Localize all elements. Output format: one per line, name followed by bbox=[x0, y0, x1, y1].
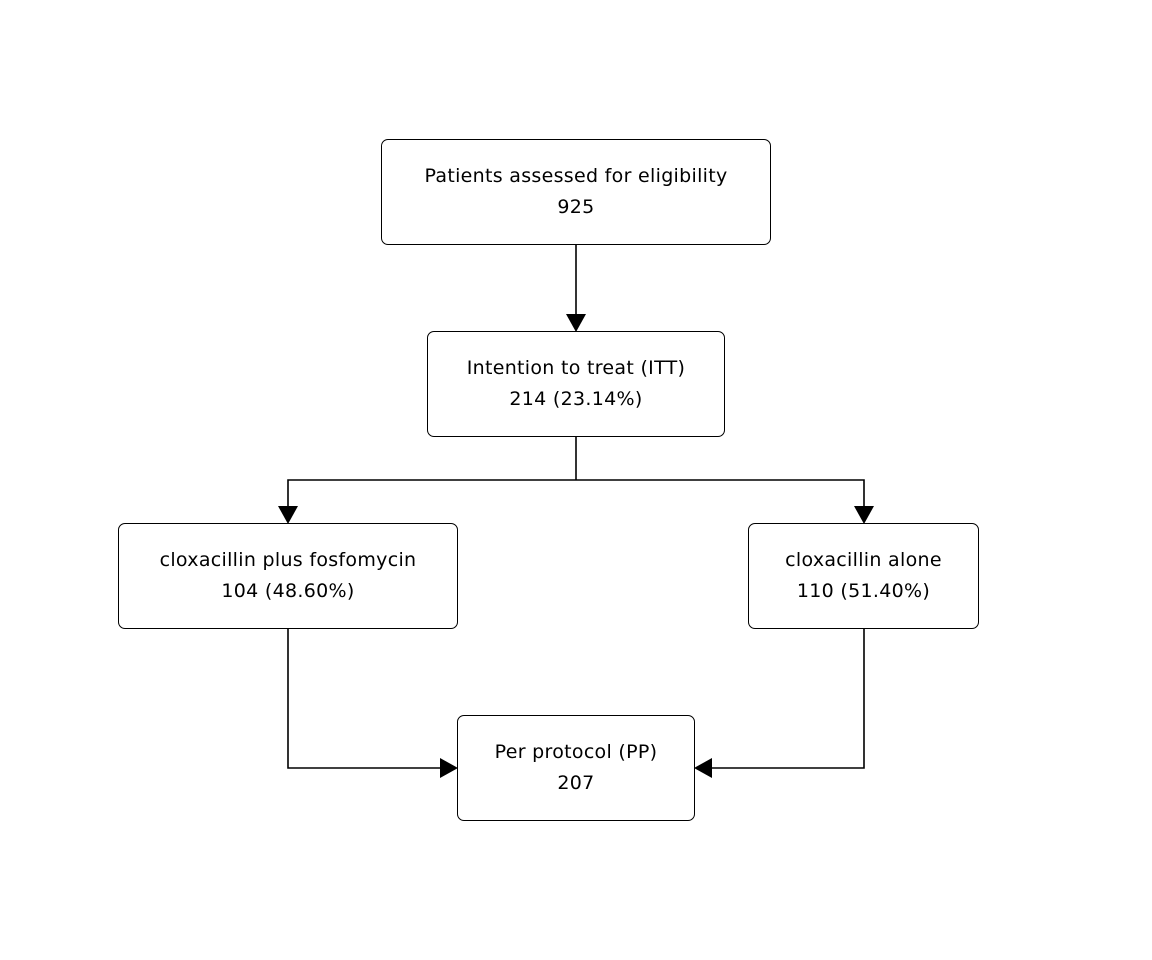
arrowhead-pp-left bbox=[440, 758, 458, 778]
node-itt-label: Intention to treat (ITT) bbox=[466, 357, 686, 379]
arrowhead-combo bbox=[278, 506, 298, 524]
edge-mono-to-pp bbox=[711, 629, 865, 769]
edge-itt-to-mono bbox=[576, 479, 865, 508]
edge-combo-to-pp bbox=[287, 629, 441, 769]
node-mono-value: 110 (51.40%) bbox=[796, 580, 931, 602]
arrowhead-mono bbox=[854, 506, 874, 524]
node-combo-label: cloxacillin plus fosfomycin bbox=[159, 549, 417, 571]
node-screened-label: Patients assessed for eligibility bbox=[424, 165, 728, 187]
edge-itt-to-combo bbox=[287, 479, 576, 508]
node-combo: cloxacillin plus fosfomycin 104 (48.60%) bbox=[118, 523, 458, 629]
node-itt-value: 214 (23.14%) bbox=[509, 388, 643, 410]
arrowhead-itt bbox=[566, 314, 586, 332]
node-mono: cloxacillin alone 110 (51.40%) bbox=[748, 523, 979, 629]
arrowhead-pp-right bbox=[694, 758, 712, 778]
node-combo-value: 104 (48.60%) bbox=[221, 580, 355, 602]
node-itt: Intention to treat (ITT) 214 (23.14%) bbox=[427, 331, 725, 437]
node-pp-value: 207 bbox=[557, 772, 595, 794]
node-screened: Patients assessed for eligibility 925 bbox=[381, 139, 771, 245]
node-pp-label: Per protocol (PP) bbox=[494, 741, 658, 763]
node-pp: Per protocol (PP) 207 bbox=[457, 715, 695, 821]
node-mono-label: cloxacillin alone bbox=[785, 549, 942, 571]
node-screened-value: 925 bbox=[557, 196, 595, 218]
